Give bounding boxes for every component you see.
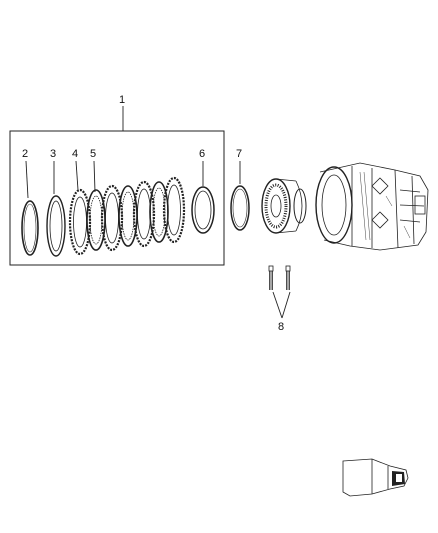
bolt-icon <box>285 265 291 290</box>
callout-3: 3 <box>50 148 56 160</box>
clutch-pack-group-box <box>9 130 225 266</box>
callout-6: 6 <box>199 148 205 160</box>
callout-5: 5 <box>90 148 96 160</box>
leader-line-8a <box>272 291 283 319</box>
locator-vehicle-icon <box>342 458 409 497</box>
clutch-plate-icon <box>149 181 169 243</box>
reaction-plate-icon <box>191 186 215 234</box>
clutch-hub-icon <box>261 178 307 234</box>
transmission-case-icon <box>315 162 429 251</box>
clutch-disc-stack <box>68 176 186 256</box>
leader-line-5 <box>93 160 96 193</box>
callout-1: 1 <box>119 94 125 106</box>
leader-line-8b <box>281 291 291 319</box>
snap-ring-icon <box>230 185 250 231</box>
callout-4: 4 <box>72 148 78 160</box>
leader-line-2 <box>25 160 29 199</box>
leader-line-4 <box>75 160 79 191</box>
clutch-disc-icon <box>162 176 186 244</box>
callout-8: 8 <box>278 321 284 333</box>
snap-ring-icon <box>21 200 39 256</box>
callout-2: 2 <box>22 148 28 160</box>
callout-7: 7 <box>236 148 242 160</box>
bolt-icon <box>268 265 274 290</box>
pressure-plate-icon <box>46 195 66 257</box>
